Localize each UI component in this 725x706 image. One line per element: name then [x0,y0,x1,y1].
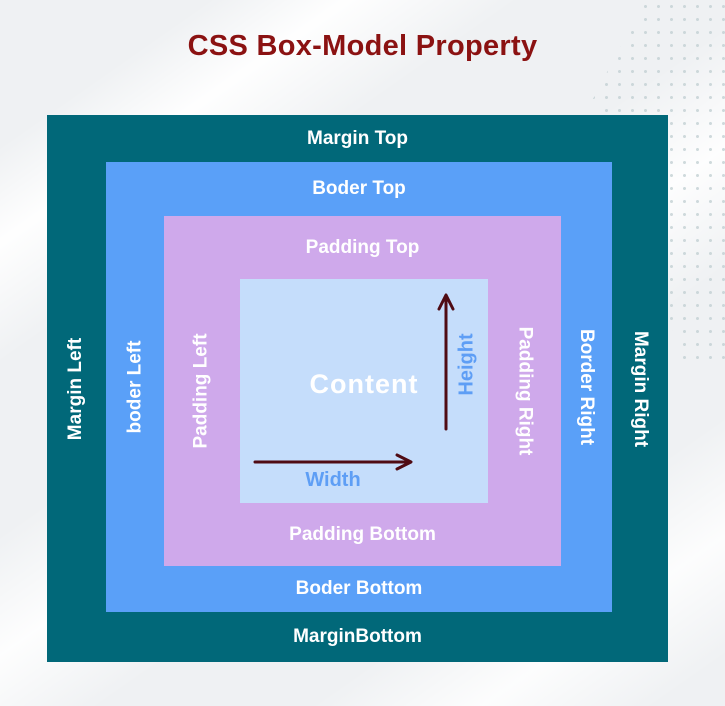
padding-left-label: Padding Left [191,333,212,449]
border-right-label: Border Right [576,328,598,446]
page-title: CSS Box-Model Property [187,30,538,62]
height-arrow-icon [437,293,455,431]
margin-bottom-label: MarginBottom [293,626,422,647]
content-label: Content [309,369,419,399]
width-arrow-icon [253,453,413,471]
border-top-label: Boder Top [312,178,406,199]
height-label: Height [455,332,478,396]
margin-box: Margin Top MarginBottom Margin Left Marg… [47,115,668,662]
margin-top-label: Margin Top [307,127,408,149]
margin-right-label: Margin Right [630,330,652,447]
padding-bottom-label: Padding Bottom [289,523,436,545]
padding-right-label: Padding Right [514,326,536,456]
border-box: Boder Top Boder Bottom boder Left Border… [106,162,612,612]
width-label: Width [305,469,361,491]
padding-top-label: Padding Top [305,236,420,258]
border-bottom-label: Boder Bottom [295,578,423,599]
border-left-label: boder Left [124,340,146,434]
padding-box: Padding Top Padding Bottom Padding Left … [164,216,561,566]
content-box: Content Width Height [240,279,488,503]
margin-left-label: Margin Left [65,337,87,440]
